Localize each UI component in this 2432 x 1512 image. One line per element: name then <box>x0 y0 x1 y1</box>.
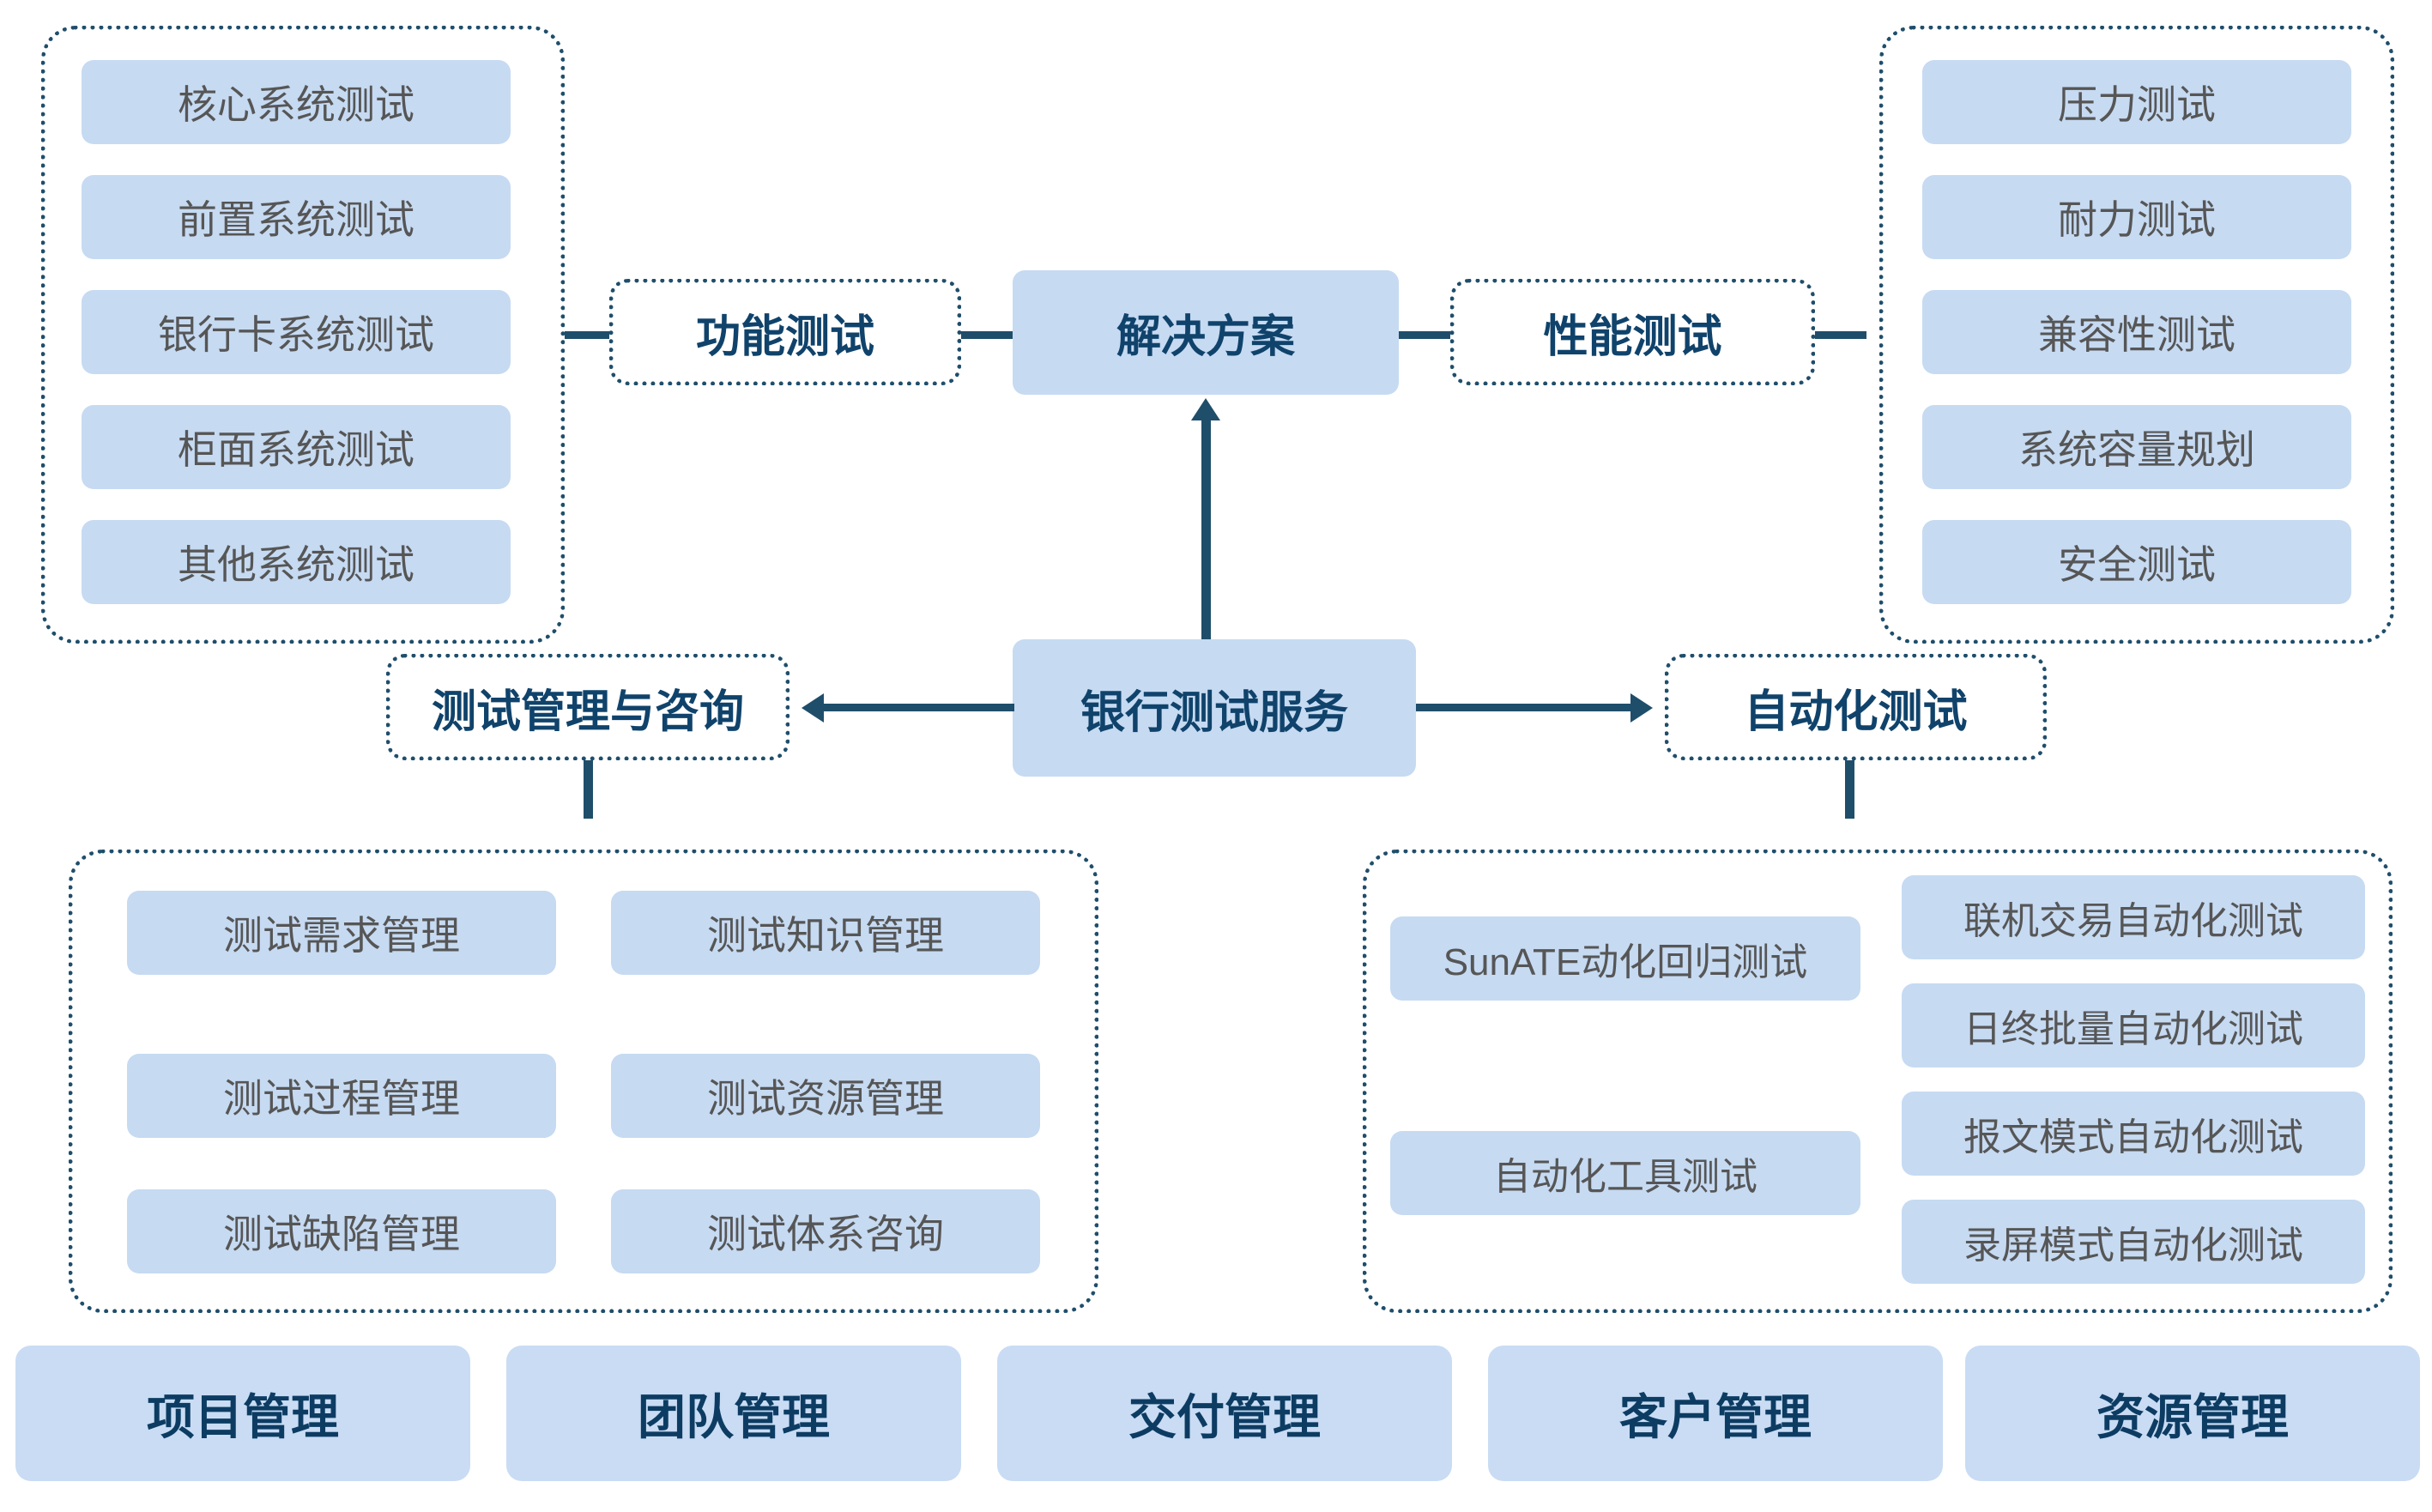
node-test-management-consulting[interactable]: 测试管理与咨询 <box>386 654 789 760</box>
management-item-label: 测试知识管理 <box>707 913 944 958</box>
automation-item-label: 录屏模式自动化测试 <box>1963 1225 2303 1267</box>
management-item-label: 测试需求管理 <box>223 913 460 958</box>
connector-performance-label-to-group <box>1815 331 1866 339</box>
performance-item-label: 系统容量规划 <box>2018 427 2255 472</box>
connector-service-to-solution <box>1201 420 1211 639</box>
node-bank-testing-service-label: 银行测试服务 <box>1080 687 1348 738</box>
automation-item-label: 日终批量自动化测试 <box>1963 1008 2303 1050</box>
automation-item-label: 自动化工具测试 <box>1493 1156 1757 1198</box>
test-management-group <box>69 850 1098 1313</box>
functional-item-label: 其他系统测试 <box>178 542 414 587</box>
functional-item-3[interactable]: 柜面系统测试 <box>82 405 511 489</box>
performance-testing-group <box>1879 26 2394 644</box>
arrow-right-icon <box>1630 693 1653 723</box>
connector-solution-to-performance <box>1399 331 1450 339</box>
automation-item-label: 报文模式自动化测试 <box>1963 1116 2303 1158</box>
automation-item-label: 联机交易自动化测试 <box>1963 900 2303 942</box>
connector-management-to-group <box>584 760 593 819</box>
node-test-management-consulting-label: 测试管理与咨询 <box>431 686 744 737</box>
automation-item-right-1[interactable]: 日终批量自动化测试 <box>1902 983 2365 1067</box>
automation-item-right-3[interactable]: 录屏模式自动化测试 <box>1902 1200 2365 1284</box>
performance-item-label: 兼容性测试 <box>2038 312 2235 357</box>
bottom-card-2[interactable]: 交付管理 <box>997 1346 1452 1481</box>
connector-automation-to-group <box>1845 760 1854 819</box>
performance-item-3[interactable]: 系统容量规划 <box>1922 405 2351 489</box>
bottom-card-label: 资源管理 <box>2096 1389 2289 1444</box>
connector-functional-group-to-label <box>565 331 609 339</box>
functional-testing-group <box>41 26 565 644</box>
functional-item-label: 核心系统测试 <box>178 82 414 127</box>
functional-item-4[interactable]: 其他系统测试 <box>82 520 511 604</box>
functional-item-1[interactable]: 前置系统测试 <box>82 175 511 259</box>
node-solution[interactable]: 解决方案 <box>1013 270 1399 395</box>
performance-item-1[interactable]: 耐力测试 <box>1922 175 2351 259</box>
bottom-card-1[interactable]: 团队管理 <box>506 1346 961 1481</box>
performance-item-0[interactable]: 压力测试 <box>1922 60 2351 144</box>
bottom-card-label: 交付管理 <box>1128 1389 1321 1444</box>
management-item-label: 测试体系咨询 <box>707 1212 944 1256</box>
management-item-right-2[interactable]: 测试体系咨询 <box>611 1189 1040 1273</box>
bottom-card-0[interactable]: 项目管理 <box>15 1346 470 1481</box>
automation-item-left-1[interactable]: 自动化工具测试 <box>1390 1131 1860 1215</box>
arrow-left-icon <box>802 693 824 723</box>
bottom-card-label: 项目管理 <box>147 1389 339 1444</box>
management-item-left-0[interactable]: 测试需求管理 <box>127 891 556 975</box>
functional-item-label: 前置系统测试 <box>178 197 414 242</box>
performance-item-label: 安全测试 <box>2058 542 2216 587</box>
management-item-left-2[interactable]: 测试缺陷管理 <box>127 1189 556 1273</box>
connector-service-to-management <box>824 704 1014 711</box>
management-item-right-0[interactable]: 测试知识管理 <box>611 891 1040 975</box>
connector-functional-to-solution <box>961 331 1013 339</box>
automation-testing-group <box>1363 850 2393 1313</box>
functional-item-0[interactable]: 核心系统测试 <box>82 60 511 144</box>
bottom-card-label: 客户管理 <box>1619 1389 1812 1444</box>
automation-item-right-0[interactable]: 联机交易自动化测试 <box>1902 875 2365 959</box>
management-item-right-1[interactable]: 测试资源管理 <box>611 1054 1040 1138</box>
performance-item-2[interactable]: 兼容性测试 <box>1922 290 2351 374</box>
node-automation-testing-label: 自动化测试 <box>1744 686 1968 737</box>
bottom-card-label: 团队管理 <box>638 1389 830 1444</box>
management-item-label: 测试资源管理 <box>707 1076 944 1121</box>
performance-item-label: 耐力测试 <box>2058 197 2216 242</box>
node-functional-testing-label: 功能测试 <box>695 311 874 362</box>
automation-item-label: SunATE动化回归测试 <box>1443 941 1808 983</box>
node-performance-testing-label: 性能测试 <box>1543 311 1722 362</box>
node-functional-testing[interactable]: 功能测试 <box>609 279 961 385</box>
functional-item-label: 柜面系统测试 <box>178 427 414 472</box>
node-performance-testing[interactable]: 性能测试 <box>1450 279 1815 385</box>
automation-item-right-2[interactable]: 报文模式自动化测试 <box>1902 1092 2365 1176</box>
management-item-label: 测试缺陷管理 <box>223 1212 460 1256</box>
node-automation-testing[interactable]: 自动化测试 <box>1665 654 2047 760</box>
performance-item-label: 压力测试 <box>2058 82 2216 127</box>
node-solution-label: 解决方案 <box>1116 312 1295 362</box>
management-item-left-1[interactable]: 测试过程管理 <box>127 1054 556 1138</box>
management-item-label: 测试过程管理 <box>223 1076 460 1121</box>
bottom-card-4[interactable]: 资源管理 <box>1965 1346 2420 1481</box>
bottom-card-3[interactable]: 客户管理 <box>1488 1346 1943 1481</box>
functional-item-2[interactable]: 银行卡系统测试 <box>82 290 511 374</box>
performance-item-4[interactable]: 安全测试 <box>1922 520 2351 604</box>
node-bank-testing-service[interactable]: 银行测试服务 <box>1013 639 1416 777</box>
automation-item-left-0[interactable]: SunATE动化回归测试 <box>1390 916 1860 1001</box>
connector-service-to-automation <box>1416 704 1630 711</box>
arrow-up-icon <box>1191 398 1220 420</box>
functional-item-label: 银行卡系统测试 <box>158 312 434 357</box>
